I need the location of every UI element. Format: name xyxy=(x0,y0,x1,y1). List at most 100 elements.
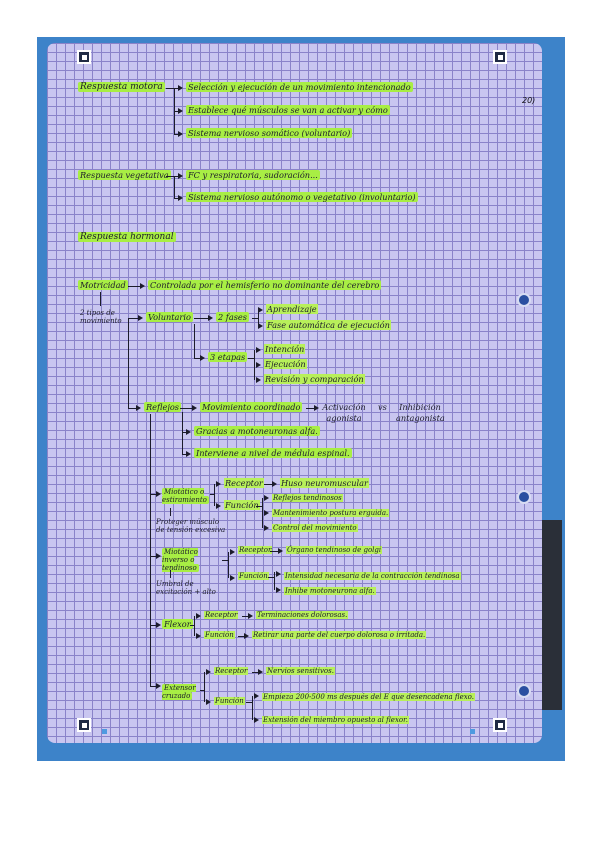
connector xyxy=(174,198,178,199)
connector xyxy=(100,292,101,306)
connector xyxy=(170,570,171,578)
receptor-value: Nervios sensitivos. xyxy=(266,667,335,675)
binder-hole-1 xyxy=(519,295,529,305)
connector xyxy=(228,552,229,578)
list-item: Aprendizaje xyxy=(266,304,318,314)
receptor-label: Receptor xyxy=(214,667,249,675)
funcion-label: Función xyxy=(224,500,260,510)
connector xyxy=(174,111,178,112)
arrow-icon xyxy=(256,347,261,353)
connector xyxy=(182,454,186,455)
arrow-icon xyxy=(248,613,253,619)
corner-square-bottom-left xyxy=(102,729,107,734)
section-title-motricidad: Motricidad xyxy=(78,280,128,290)
arrow-icon xyxy=(216,481,221,487)
corner-mark-bottom-left xyxy=(77,718,91,732)
connector xyxy=(174,176,175,198)
arrow-icon xyxy=(178,108,183,114)
connector xyxy=(270,551,278,552)
arrow-icon xyxy=(138,315,143,321)
connector xyxy=(150,414,151,686)
arrow-icon xyxy=(178,173,183,179)
arrow-icon xyxy=(272,481,277,487)
list-item: Control del movimiento xyxy=(272,524,358,532)
arrow-icon xyxy=(186,429,191,435)
connector xyxy=(246,702,252,703)
connector xyxy=(182,412,183,454)
miotatico-note: Proteger músculo de tensión excesiva xyxy=(156,518,226,534)
miotatico-inverso-note: Umbral de excitación + alto xyxy=(156,580,216,596)
connector xyxy=(166,88,178,89)
types-label: 2 tipos de movimiento xyxy=(80,309,122,325)
connector xyxy=(210,494,214,495)
arrow-icon xyxy=(258,307,263,313)
connector xyxy=(252,318,258,319)
list-item: Fase automática de ejecución xyxy=(266,320,391,330)
connector xyxy=(222,560,228,561)
arrow-icon xyxy=(256,377,261,383)
receptor-label: Receptor xyxy=(238,546,273,554)
list-item: Gracias a motoneuronas alfa. xyxy=(194,426,320,436)
arrow-icon xyxy=(256,362,261,368)
arrow-icon xyxy=(276,587,281,593)
connector xyxy=(182,432,186,433)
arrow-icon xyxy=(156,491,161,497)
connector xyxy=(170,508,171,516)
arrow-icon xyxy=(178,85,183,91)
connector xyxy=(128,408,136,409)
funcion-label: Función xyxy=(238,572,269,580)
funcion-label: Función xyxy=(204,631,235,639)
arrow-icon xyxy=(208,315,213,321)
connector xyxy=(150,625,156,626)
list-item: Reflejos tendinosos xyxy=(272,494,343,502)
receptor-value: Órgano tendinoso de golgi xyxy=(286,546,383,554)
arrow-icon xyxy=(136,405,141,411)
connector xyxy=(262,498,263,528)
arrow-icon xyxy=(196,633,201,639)
arrow-icon xyxy=(244,633,249,639)
arrow-icon xyxy=(178,131,183,137)
arrow-icon xyxy=(254,717,259,723)
arrow-icon xyxy=(230,549,235,555)
list-item: Intensidad necesaria de la contracción t… xyxy=(284,572,461,580)
list-item: Intención xyxy=(264,344,306,354)
connector xyxy=(128,318,138,319)
receptor-value: Terminaciones dolorosas. xyxy=(256,611,349,619)
receptor-label: Receptor xyxy=(224,478,264,488)
connector xyxy=(274,572,275,590)
flexor-label: Flexor xyxy=(162,619,193,629)
arrow-icon xyxy=(186,451,191,457)
list-item: Sistema nervioso autónomo o vegetativo (… xyxy=(186,192,418,202)
grid-paper-sheet xyxy=(47,43,542,743)
list-item: Movimiento coordinado xyxy=(200,402,303,412)
arrow-icon xyxy=(276,571,281,577)
binder-tab xyxy=(540,520,562,710)
extensor-label: Extensor cruzado xyxy=(162,684,196,700)
page-marker: 20) xyxy=(522,96,536,105)
arrow-icon xyxy=(200,355,205,361)
connector xyxy=(254,350,255,380)
list-item: Extensión del miembro opuesto al flexor. xyxy=(262,716,409,724)
arrow-icon xyxy=(314,405,319,411)
connector xyxy=(174,134,178,135)
connector xyxy=(128,318,129,408)
arrow-icon xyxy=(216,503,221,509)
list-item: Empieza 200-500 ms después del E que des… xyxy=(262,693,475,701)
receptor-label: Receptor xyxy=(204,611,239,619)
connector xyxy=(194,318,208,319)
list-item: Ejecución xyxy=(264,359,307,369)
connector xyxy=(256,506,262,507)
receptor-value: Huso neuromuscular xyxy=(280,478,369,488)
connector xyxy=(200,690,204,691)
connector xyxy=(204,672,205,702)
miotatico-inverso-label: Miotático inverso o tendinoso xyxy=(162,548,199,572)
corner-square-bottom-right xyxy=(470,729,475,734)
list-item: Revisión y comparación xyxy=(264,374,365,384)
corner-mark-bottom-right xyxy=(493,718,507,732)
connector xyxy=(242,616,248,617)
corner-mark-top-left xyxy=(77,50,91,64)
arrow-icon xyxy=(156,622,161,628)
arrow-icon xyxy=(196,613,201,619)
etapas-label: 3 etapas xyxy=(208,352,248,362)
arrow-icon xyxy=(192,405,197,411)
